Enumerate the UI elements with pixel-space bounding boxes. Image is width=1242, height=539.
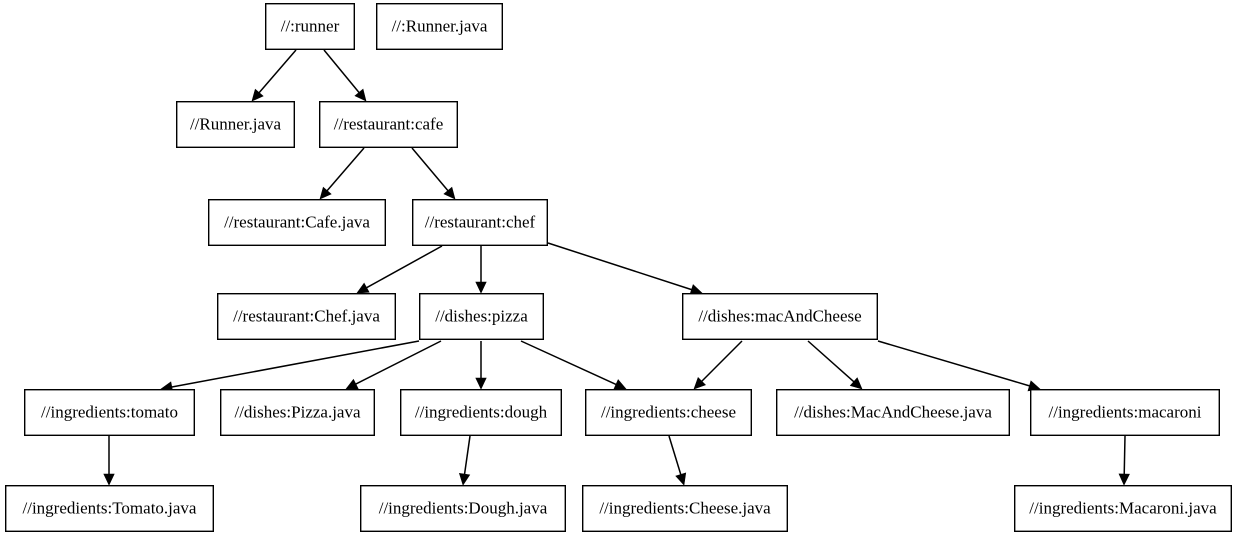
edge-dishes_pizza-to-pizza_java bbox=[345, 340, 442, 390]
node-ing_macaroni[interactable]: //ingredients:macaroni bbox=[1029, 389, 1220, 437]
node-runner[interactable]: //:runner bbox=[265, 3, 356, 50]
node-cafe_java[interactable]: //restaurant:Cafe.java bbox=[207, 198, 387, 246]
node-label-cheese_java: //ingredients:Cheese.java bbox=[599, 498, 771, 517]
edge-dishes_mac-to-ing_cheese bbox=[693, 340, 743, 390]
node-dishes_mac[interactable]: //dishes:macAndCheese bbox=[682, 293, 879, 341]
node-pizza_java[interactable]: //dishes:Pizza.java bbox=[219, 389, 376, 437]
node-label-ing_dough: //ingredients:dough bbox=[415, 402, 548, 421]
edge-restaurant_cafe-to-restaurant_chef bbox=[411, 147, 456, 200]
node-restaurant_cafe[interactable]: //restaurant:cafe bbox=[319, 100, 459, 148]
node-label-runner_java: //Runner.java bbox=[190, 114, 282, 133]
node-runner_java[interactable]: //Runner.java bbox=[175, 100, 295, 148]
node-ing_tomato[interactable]: //ingredients:tomato bbox=[24, 389, 196, 437]
node-label-ing_cheese: //ingredients:cheese bbox=[601, 402, 736, 421]
node-label-dishes_mac: //dishes:macAndCheese bbox=[698, 306, 861, 325]
edge-dishes_mac-to-ing_macaroni bbox=[877, 340, 1041, 392]
node-mac_java[interactable]: //dishes:MacAndCheese.java bbox=[776, 389, 1011, 437]
edge-runner-to-runner_java bbox=[251, 49, 297, 102]
edge-restaurant_chef-to-dishes_pizza bbox=[475, 246, 487, 294]
edge-dishes_pizza-to-ing_cheese bbox=[520, 340, 627, 390]
edge-runner-to-restaurant_cafe bbox=[323, 49, 367, 102]
edge-ing_dough-to-dough_java bbox=[458, 435, 471, 486]
node-label-ing_macaroni: //ingredients:macaroni bbox=[1049, 402, 1202, 421]
node-chef_java[interactable]: //restaurant:Chef.java bbox=[216, 293, 397, 341]
node-runner_java_root[interactable]: //:Runner.java bbox=[376, 3, 504, 50]
node-label-cafe_java: //restaurant:Cafe.java bbox=[224, 212, 370, 231]
edge-restaurant_cafe-to-cafe_java bbox=[319, 147, 365, 200]
node-label-dishes_pizza: //dishes:pizza bbox=[435, 306, 528, 325]
node-ing_dough[interactable]: //ingredients:dough bbox=[400, 389, 563, 437]
node-macaroni_java[interactable]: //ingredients:Macaroni.java bbox=[1014, 485, 1233, 533]
node-label-ing_tomato: //ingredients:tomato bbox=[41, 402, 178, 421]
node-label-mac_java: //dishes:MacAndCheese.java bbox=[794, 402, 992, 421]
edge-layer bbox=[103, 49, 1130, 486]
edge-dishes_mac-to-mac_java bbox=[807, 340, 863, 390]
node-label-restaurant_cafe: //restaurant:cafe bbox=[334, 114, 444, 133]
node-label-chef_java: //restaurant:Chef.java bbox=[233, 306, 380, 325]
edge-dishes_pizza-to-ing_dough bbox=[475, 341, 487, 390]
edge-ing_cheese-to-cheese_java bbox=[668, 435, 687, 486]
edge-restaurant_chef-to-chef_java bbox=[356, 245, 443, 294]
node-label-pizza_java: //dishes:Pizza.java bbox=[234, 402, 361, 421]
node-cheese_java[interactable]: //ingredients:Cheese.java bbox=[582, 485, 789, 533]
node-dishes_pizza[interactable]: //dishes:pizza bbox=[419, 293, 545, 341]
node-label-runner: //:runner bbox=[281, 16, 340, 35]
edge-dishes_pizza-to-ing_tomato bbox=[160, 340, 420, 393]
node-label-tomato_java: //ingredients:Tomato.java bbox=[23, 498, 197, 517]
node-dough_java[interactable]: //ingredients:Dough.java bbox=[360, 485, 567, 533]
node-label-restaurant_chef: //restaurant:chef bbox=[425, 212, 536, 231]
node-layer: //:runner //:Runner.java //Runner.java //re… bbox=[4, 3, 1233, 533]
node-ing_cheese[interactable]: //ingredients:cheese bbox=[585, 389, 753, 437]
edge-ing_macaroni-to-macaroni_java bbox=[1118, 435, 1130, 486]
node-tomato_java[interactable]: //ingredients:Tomato.java bbox=[4, 485, 215, 533]
edge-ing_tomato-to-tomato_java bbox=[103, 436, 115, 486]
node-label-dough_java: //ingredients:Dough.java bbox=[379, 498, 548, 517]
node-label-runner_java_root: //:Runner.java bbox=[392, 16, 488, 35]
node-restaurant_chef[interactable]: //restaurant:chef bbox=[412, 198, 549, 246]
node-label-macaroni_java: //ingredients:Macaroni.java bbox=[1029, 498, 1217, 517]
edge-restaurant_chef-to-dishes_mac bbox=[547, 242, 703, 295]
